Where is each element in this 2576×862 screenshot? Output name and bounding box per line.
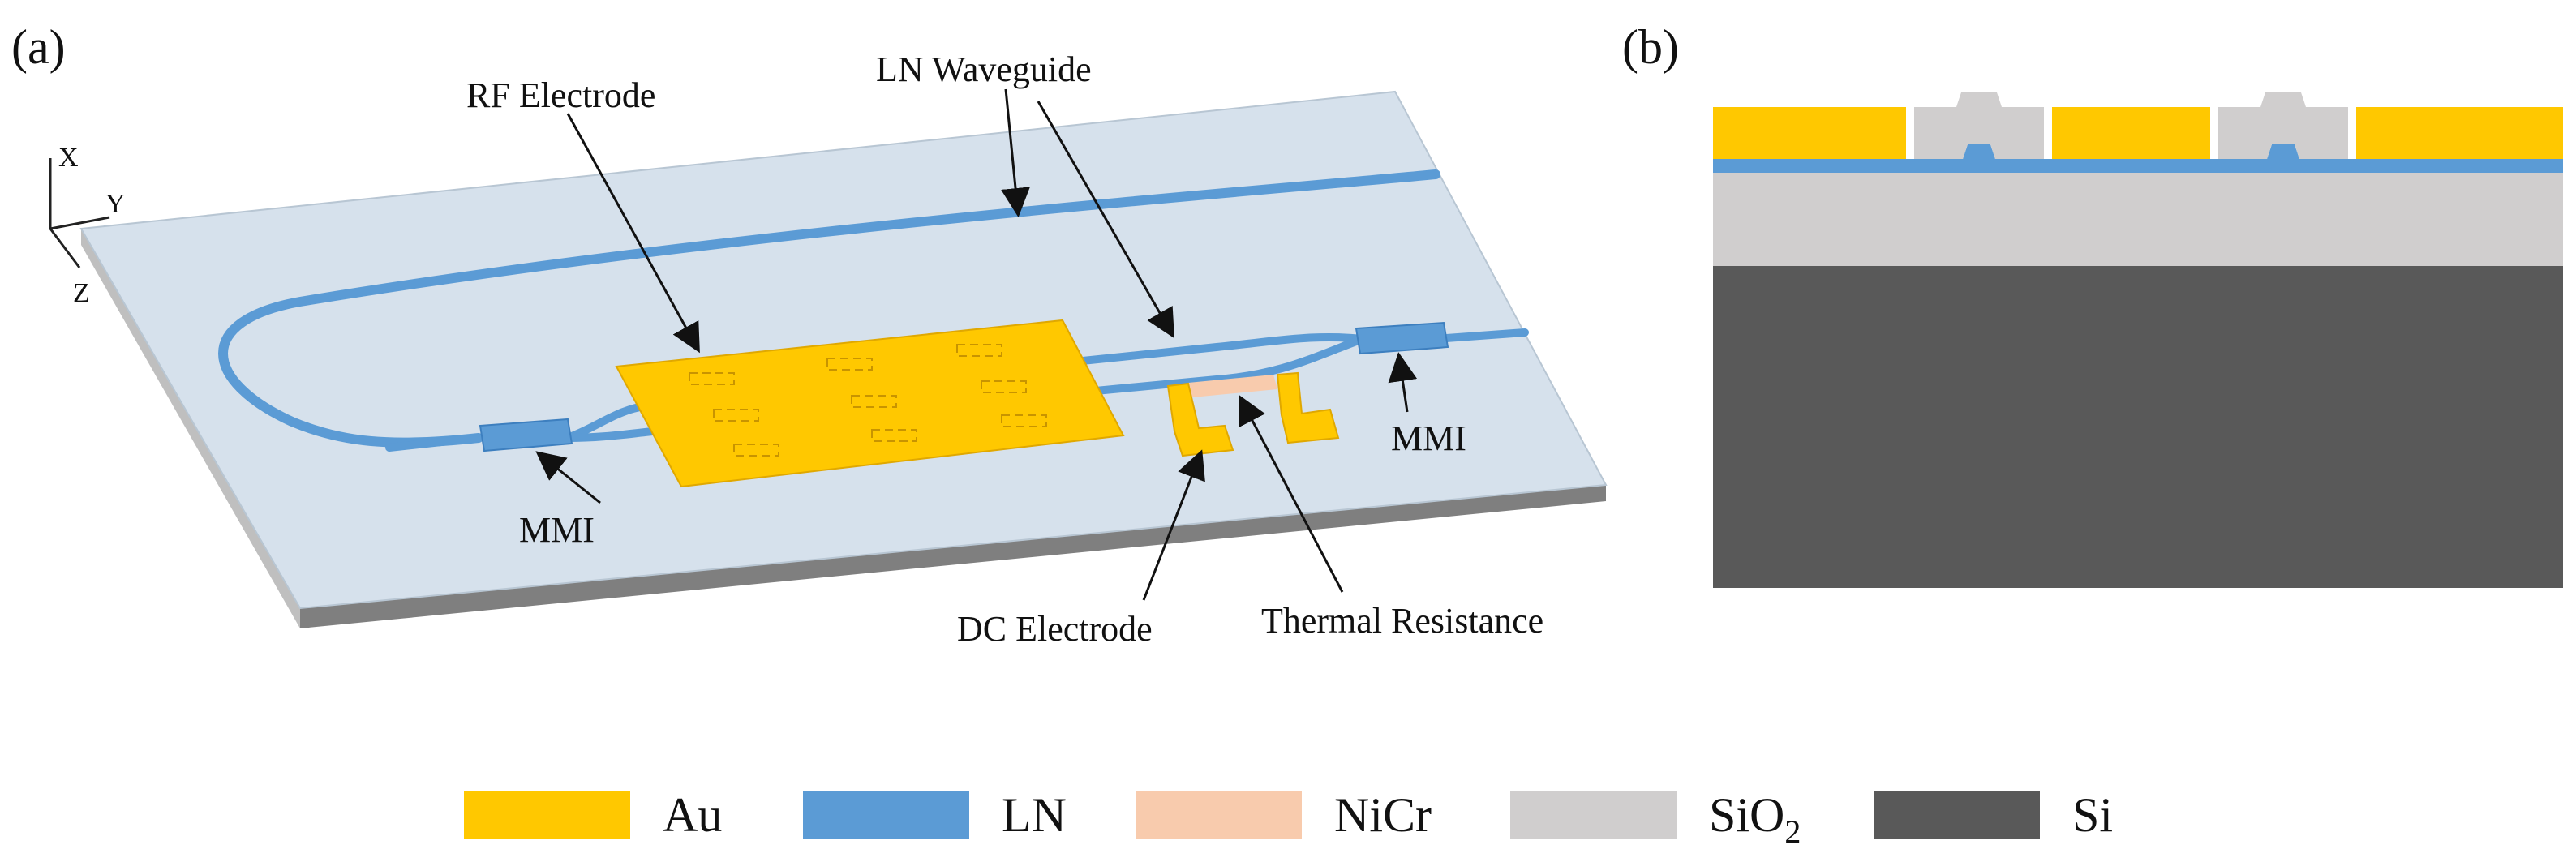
ln-thin-film: [1713, 159, 2563, 173]
waveguide-input: [385, 434, 483, 452]
legend-swatch-nicr: [1136, 791, 1302, 839]
axis-z-line: [49, 228, 81, 268]
rf-electrode: [615, 319, 1125, 488]
dc-electrode-label: DC Electrode: [957, 609, 1153, 649]
legend-swatch-si: [1874, 791, 2040, 839]
legend-label-au: Au: [663, 788, 722, 842]
legend-label-nicr: NiCr: [1334, 788, 1432, 842]
axis-x-label: X: [58, 143, 79, 173]
ln-rib-right: [2267, 144, 2299, 159]
au-electrode-left: [1713, 107, 1906, 159]
rf-electrode-cell: [1001, 414, 1047, 427]
axis-y-label: Y: [105, 189, 126, 219]
au-electrode-right: [2356, 107, 2563, 159]
mmi-left-block: [479, 418, 573, 452]
panel-a-label: (a): [11, 20, 66, 74]
legend-label-si: Si: [2072, 788, 2113, 842]
legend-label-text: LN: [1002, 788, 1067, 842]
ln-waveguide-leader-2: [1037, 101, 1174, 339]
legend-swatch-au: [464, 791, 630, 839]
waveguide-top-arm: [218, 169, 1440, 448]
thermal-resistance-leader: [1239, 394, 1344, 593]
axis-y-line: [49, 216, 110, 230]
chip-side-front: [300, 485, 1606, 628]
rf-electrode-cell: [713, 409, 759, 422]
rf-electrode-leader: [566, 113, 700, 354]
ln-waveguide-leader-1: [1001, 88, 1030, 217]
panel-a: X Y Z (a) RF Electrode LN Waveguide MMI …: [11, 20, 1608, 649]
waveguide-lower-arm-2: [564, 335, 1367, 442]
legend-label-text: NiCr: [1334, 788, 1432, 842]
rf-electrode-cell: [733, 444, 779, 457]
mmi-right-label: MMI: [1391, 418, 1466, 458]
mmi-left-label: MMI: [519, 510, 595, 550]
panel-b: (b): [1622, 20, 2563, 588]
mmi-left-leader: [535, 451, 601, 504]
waveguide-output: [1432, 328, 1529, 343]
chip-side-left: [81, 229, 300, 628]
sio2-box-layer: [1713, 173, 2563, 266]
rf-electrode-cell: [851, 395, 897, 408]
panel-b-label: (b): [1622, 20, 1679, 74]
ln-rib-left: [1963, 144, 1995, 159]
ln-waveguide-label: LN Waveguide: [876, 49, 1092, 89]
dc-electrode-left: [1166, 382, 1234, 457]
si-substrate: [1713, 266, 2563, 588]
legend: Au LN NiCr SiO2 Si: [464, 788, 2113, 850]
rf-electrode-cell: [689, 372, 735, 385]
legend-swatch-ln: [803, 791, 969, 839]
legend-label-ln: LN: [1002, 788, 1067, 842]
axes-glyph: [49, 158, 110, 268]
mmi-right-leader: [1388, 352, 1418, 413]
rf-electrode-cell: [981, 380, 1027, 393]
au-electrode-center: [2052, 107, 2210, 159]
legend-label-text: Au: [663, 788, 722, 842]
thermal-resistor: [1188, 375, 1277, 397]
legend-swatch-sio: [1510, 791, 1677, 839]
axis-z-label: Z: [73, 278, 90, 308]
rf-electrode-cell: [871, 429, 917, 442]
legend-label-text: Si: [2072, 788, 2113, 842]
thermal-resistance-label: Thermal Resistance: [1261, 601, 1543, 641]
legend-label-sio: SiO2: [1709, 788, 1801, 850]
legend-label-subscript: 2: [1784, 813, 1801, 850]
dc-electrode-right: [1276, 371, 1340, 444]
sio2-cladding-right: [2218, 92, 2348, 159]
dc-electrode-leader: [1142, 449, 1205, 601]
rf-electrode-label: RF Electrode: [466, 75, 655, 115]
rf-electrode-cell: [826, 358, 873, 371]
sio2-cladding-left: [1914, 92, 2044, 159]
rf-electrode-slab: [615, 319, 1125, 488]
ln-waveguide: [218, 169, 1529, 452]
dc-electrode: [1166, 371, 1340, 457]
legend-label-text: SiO: [1709, 788, 1784, 842]
mmi-right-block: [1355, 321, 1449, 355]
waveguide-lower-arm-1: [564, 332, 1367, 442]
rf-electrode-cell: [956, 344, 1002, 357]
